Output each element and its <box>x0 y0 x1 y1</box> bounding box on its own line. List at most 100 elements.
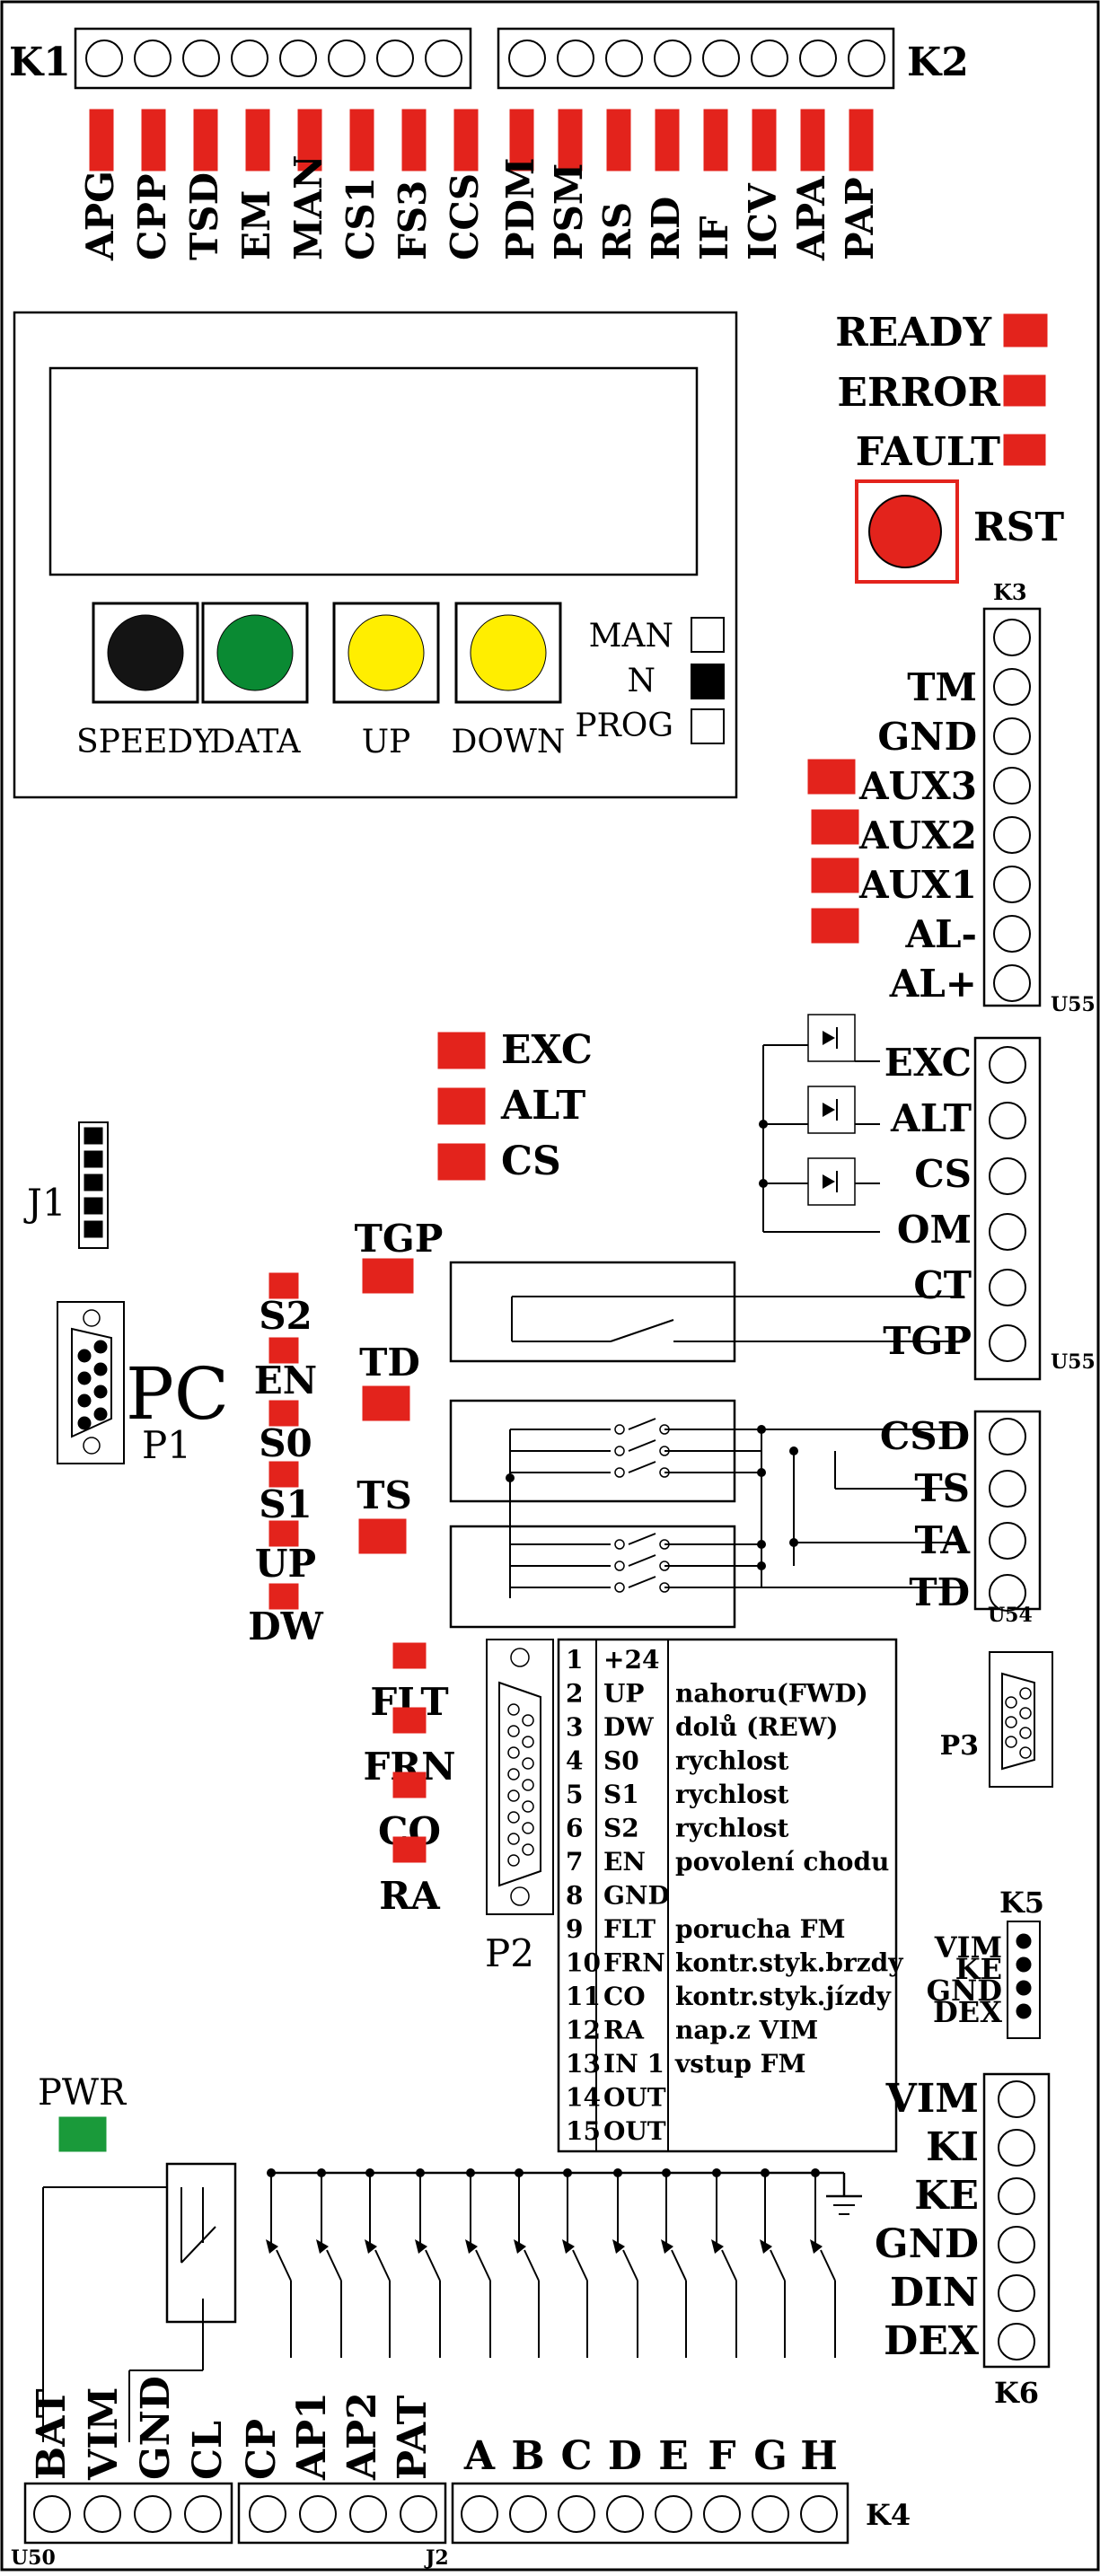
connector-pin[interactable] <box>279 40 317 77</box>
status-led <box>297 109 322 171</box>
connector-pin[interactable] <box>998 2226 1035 2264</box>
connector-pin[interactable] <box>993 717 1031 755</box>
db15-pin <box>522 1779 534 1791</box>
connector-pin[interactable] <box>998 2323 1035 2361</box>
panel-button-data[interactable] <box>216 614 294 691</box>
status-led <box>703 109 728 171</box>
connector-pin[interactable] <box>655 2495 692 2533</box>
transistor-icon <box>810 2239 823 2254</box>
connector-pin[interactable] <box>993 816 1031 854</box>
status-led <box>558 109 583 171</box>
connector-pin[interactable] <box>998 2177 1035 2215</box>
contact <box>614 1539 625 1550</box>
reset-frame <box>855 479 959 584</box>
status-led <box>1003 434 1046 466</box>
pin-label: DIN <box>890 2270 979 2316</box>
junction-dot <box>757 1540 766 1549</box>
connector-pin[interactable] <box>558 2495 595 2533</box>
connector-pin[interactable] <box>84 1174 103 1191</box>
status-led <box>268 1272 299 1299</box>
connector-pin[interactable] <box>993 964 1031 1002</box>
connector-pin[interactable] <box>998 2080 1035 2118</box>
connector-pin[interactable] <box>33 2495 71 2533</box>
reset-button[interactable] <box>868 495 942 568</box>
connector-pin[interactable] <box>989 1574 1026 1612</box>
status-led <box>392 1707 427 1734</box>
connector-pin[interactable] <box>989 1418 1026 1455</box>
connector-pin[interactable] <box>249 2495 286 2533</box>
connector-pin[interactable] <box>84 1127 103 1145</box>
connector-pin[interactable] <box>989 1522 1026 1560</box>
db15-pin <box>522 1736 534 1748</box>
connector-pin[interactable] <box>993 866 1031 903</box>
status-led <box>392 1772 427 1798</box>
connector-pin[interactable] <box>425 40 462 77</box>
connector-pin[interactable] <box>184 2495 222 2533</box>
connector-pin[interactable] <box>702 40 740 77</box>
connector-pin[interactable] <box>751 40 788 77</box>
connector-pin[interactable] <box>989 1269 1026 1306</box>
db9-pin <box>93 1385 108 1399</box>
connector-pin[interactable] <box>328 40 365 77</box>
connector-pin[interactable] <box>998 2129 1035 2167</box>
connector-pin[interactable] <box>993 668 1031 706</box>
connector-label: P1 <box>142 1423 191 1467</box>
connector-pin[interactable] <box>993 915 1031 953</box>
connector-label: K6 <box>994 2376 1039 2410</box>
mode-switch-prog[interactable] <box>691 708 725 744</box>
connector-pin[interactable] <box>998 2274 1035 2312</box>
connector-pin[interactable] <box>84 2495 121 2533</box>
panel-button-speedy[interactable] <box>107 614 184 691</box>
connector-pin[interactable] <box>134 40 172 77</box>
connector-pin[interactable] <box>134 2495 172 2533</box>
connector-pin[interactable] <box>182 40 220 77</box>
connector-pin[interactable] <box>989 1102 1026 1139</box>
connector-pin[interactable] <box>1016 1933 1032 1949</box>
connector-pin[interactable] <box>605 40 643 77</box>
connector-pin[interactable] <box>993 767 1031 804</box>
connector-pin[interactable] <box>606 2495 644 2533</box>
connector-pin[interactable] <box>654 40 691 77</box>
connector-pin[interactable] <box>1016 1980 1032 1996</box>
connector-pin[interactable] <box>752 2495 789 2533</box>
mode-switch-n[interactable] <box>691 664 725 699</box>
connector-pin[interactable] <box>231 40 268 77</box>
mode-switch-man[interactable] <box>691 617 725 653</box>
connector-pin[interactable] <box>84 1150 103 1168</box>
connector-pin[interactable] <box>84 1220 103 1238</box>
led-label: TGP <box>355 1217 444 1261</box>
db9-pin <box>1005 1696 1017 1709</box>
connector-pin[interactable] <box>508 40 546 77</box>
connector-pin[interactable] <box>989 1157 1026 1195</box>
connector-pin[interactable] <box>989 1470 1026 1508</box>
connector-pin[interactable] <box>703 2495 741 2533</box>
panel-button-up[interactable] <box>348 614 425 691</box>
connector-pin[interactable] <box>400 2495 437 2533</box>
connector-pin[interactable] <box>85 40 123 77</box>
connector-pin[interactable] <box>993 619 1031 656</box>
connector-pin[interactable] <box>349 2495 387 2533</box>
connector-pin[interactable] <box>376 40 414 77</box>
connector-pin[interactable] <box>299 2495 337 2533</box>
pin-label: GND <box>877 715 977 759</box>
pin-label: AP1 <box>289 2392 335 2481</box>
unit-label: U55 <box>1051 993 1096 1016</box>
connector-pin[interactable] <box>799 40 837 77</box>
connector-pin[interactable] <box>84 1197 103 1215</box>
button-frame <box>454 602 562 704</box>
connector-pin[interactable] <box>989 1213 1026 1251</box>
connector-pin[interactable] <box>509 2495 547 2533</box>
connector-pin[interactable] <box>800 2495 838 2533</box>
connector-pin[interactable] <box>989 1324 1026 1362</box>
connector-pin[interactable] <box>557 40 594 77</box>
status-led <box>437 1087 486 1125</box>
connector-pin[interactable] <box>1016 2003 1032 2019</box>
connector-pin[interactable] <box>1016 1956 1032 1973</box>
connector-pin[interactable] <box>989 1046 1026 1084</box>
panel-button-down[interactable] <box>470 614 547 691</box>
status-led <box>807 759 856 795</box>
connector-pin[interactable] <box>848 40 885 77</box>
connector-pin[interactable] <box>461 2495 498 2533</box>
contact <box>614 1446 625 1456</box>
